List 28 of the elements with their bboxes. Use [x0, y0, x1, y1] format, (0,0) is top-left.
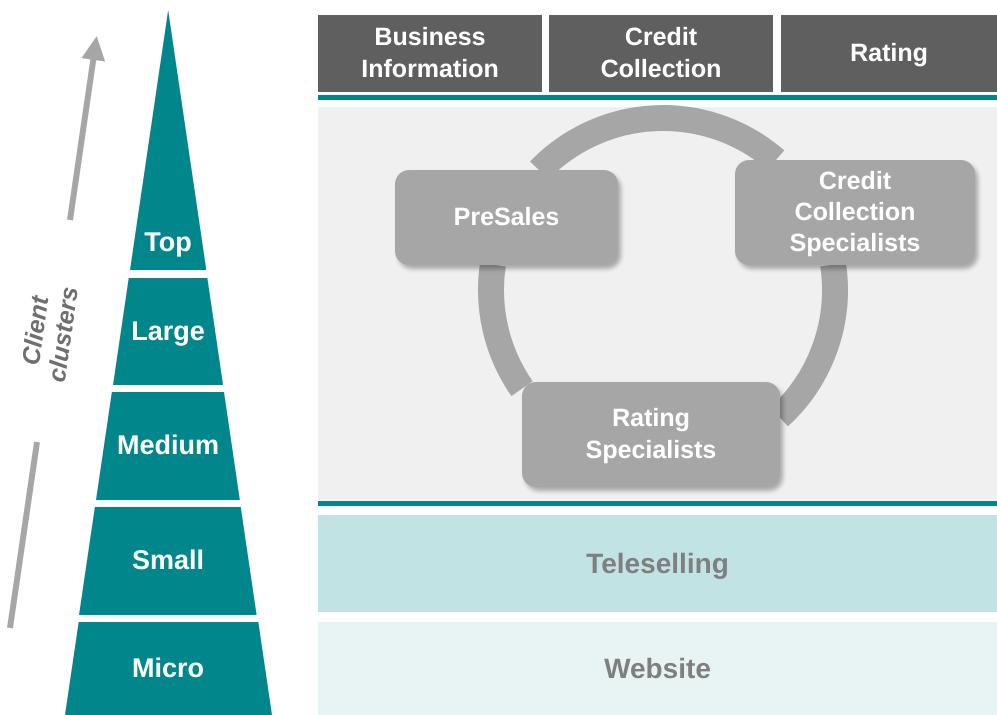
role-box [522, 382, 780, 487]
ring-connector [478, 264, 534, 396]
box-label: Rating [850, 38, 928, 69]
role-box [395, 170, 618, 265]
header-box [781, 15, 997, 92]
tier-label: Small [132, 544, 204, 578]
tier-label: Micro [132, 652, 204, 685]
axis-label: Client clusters [16, 284, 84, 386]
pyramid-tier [130, 10, 206, 270]
panel-background [318, 107, 997, 500]
pyramid-tier [79, 507, 257, 615]
pyramid-tier [112, 278, 224, 385]
box-label: Rating Specialists [584, 403, 718, 466]
band-label: Teleselling [586, 547, 729, 581]
tier-label: Top [144, 226, 192, 260]
header-box [549, 15, 773, 92]
box-label: Credit Collection [600, 22, 722, 84]
tier-label: Medium [116, 429, 219, 462]
channel-band [318, 515, 997, 612]
tier-label: Large [131, 314, 205, 348]
pyramid-tier [96, 392, 240, 500]
box-label: Business Information [360, 22, 500, 84]
band-label: Website [604, 652, 711, 686]
box-label: PreSales [454, 202, 560, 233]
header-box [318, 15, 542, 92]
role-box [735, 160, 975, 265]
box-label: Credit Collection Specialists [788, 166, 922, 260]
pyramid-tier [64, 622, 272, 715]
